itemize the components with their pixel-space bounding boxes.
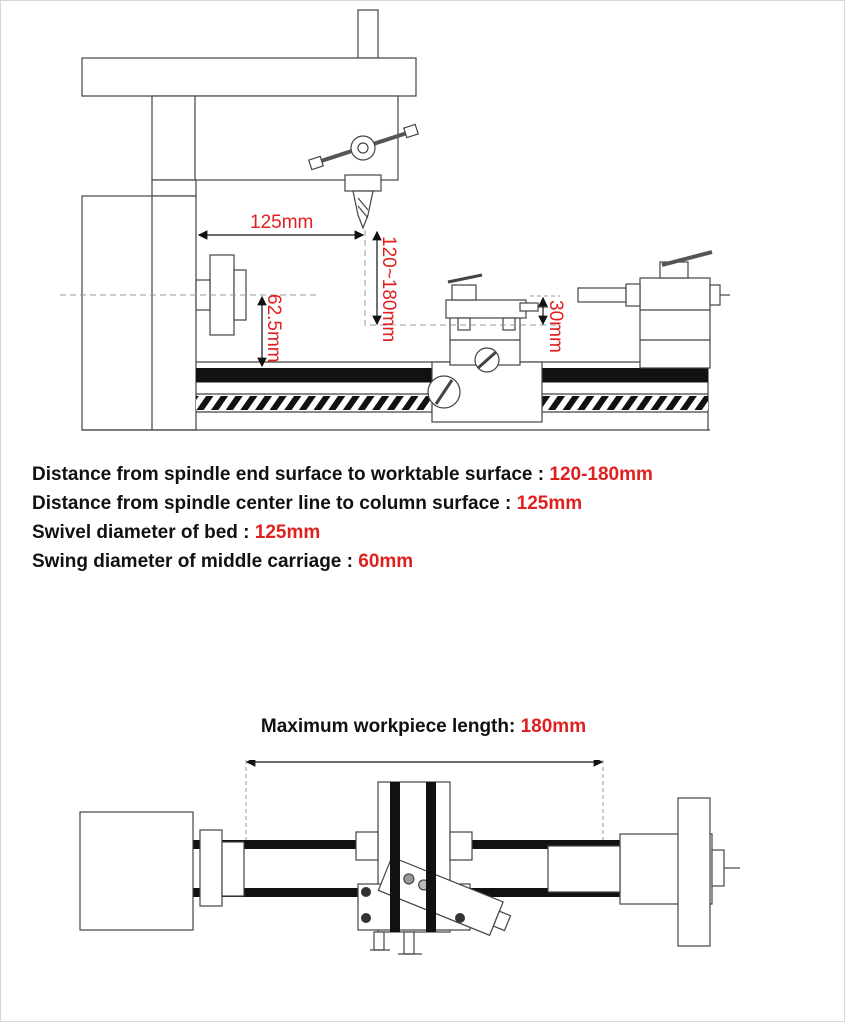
slot-right <box>426 782 436 932</box>
head-cap <box>81 57 417 97</box>
headstock-box <box>79 811 194 931</box>
column <box>81 195 197 431</box>
dim-62-5-label: 62.5mm <box>263 294 284 363</box>
spec-value: 125mm <box>516 493 583 514</box>
spec-label: Distance from spindle center line to col… <box>32 493 517 514</box>
top-view-drawing <box>79 760 740 955</box>
spec-line: Swing diameter of middle carriage : 60mm <box>32 547 832 576</box>
dim-30-label: 30mm <box>545 300 566 353</box>
spec-label: Distance from spindle end surface to wor… <box>32 464 550 485</box>
dim-125-label: 125mm <box>250 212 313 233</box>
column-collar <box>151 179 197 197</box>
side-view-drawing: 125mm 120~180mm 62.5mm 30mm <box>60 9 730 431</box>
feed-rod <box>357 9 379 59</box>
spec-list: Distance from spindle end surface to wor… <box>32 460 832 576</box>
spec-label: Swivel diameter of bed : <box>32 522 255 543</box>
spec-line: Distance from spindle end surface to wor… <box>32 460 832 489</box>
spec-line: Swivel diameter of bed : 125mm <box>32 518 832 547</box>
max-length-value: 180mm <box>520 716 587 737</box>
drill-bit <box>352 190 374 230</box>
tailstock <box>577 250 730 369</box>
spec-value: 125mm <box>254 522 321 543</box>
spec-line: Distance from spindle center line to col… <box>32 489 832 518</box>
max-length-title: Maximum workpiece length: 180mm <box>0 716 847 738</box>
spindle-housing <box>344 174 382 192</box>
dim-120-180-label: 120~180mm <box>378 236 399 342</box>
spec-label: Swing diameter of middle carriage : <box>32 551 359 572</box>
slot-left <box>390 782 400 932</box>
spec-value: 120-180mm <box>549 464 653 485</box>
max-length-label: Maximum workpiece length: <box>260 716 521 737</box>
spec-value: 60mm <box>358 551 414 572</box>
carriage <box>427 273 548 423</box>
